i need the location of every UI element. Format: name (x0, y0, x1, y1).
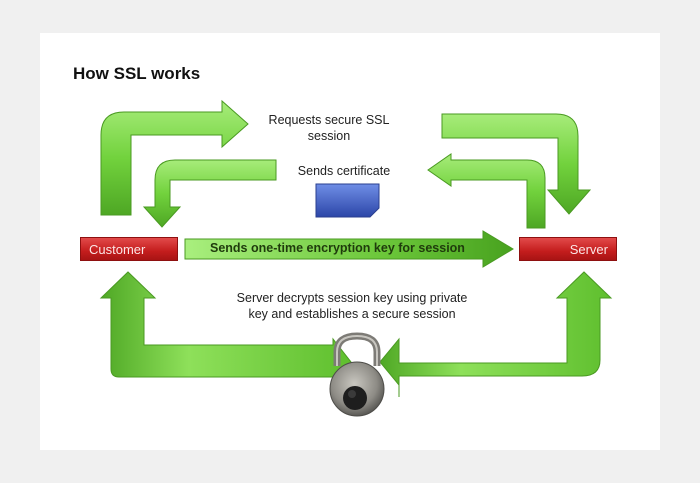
customer-node: Customer (80, 237, 178, 261)
step-request-line2: session (307, 129, 351, 143)
server-label: Server (569, 242, 608, 257)
certificate-arrow-left-part (142, 159, 277, 228)
step-certificate-label: Sends certificate (297, 164, 391, 178)
request-arrow-right-part (441, 113, 592, 215)
certificate-icon (315, 183, 380, 218)
customer-label: Customer (89, 242, 146, 257)
step-decrypt-line2: key and establishes a secure session (248, 307, 456, 321)
padlock-icon (329, 332, 385, 417)
server-lock-arrow (379, 271, 613, 397)
server-node: Server (519, 237, 617, 261)
step-decrypt-label: Server decrypts session key using privat… (214, 290, 490, 322)
step-request-line1: Requests secure SSL (268, 113, 390, 127)
diagram-title: How SSL works (73, 64, 201, 83)
certificate-arrow-right-part (427, 153, 546, 229)
request-arrow-left-part (100, 99, 249, 216)
step-session-key-label: Sends one-time encryption key for sessio… (210, 241, 465, 255)
session-key-arrow (184, 230, 514, 268)
step-decrypt-line1: Server decrypts session key using privat… (236, 291, 468, 305)
step-request-label: Requests secure SSL session (254, 112, 404, 144)
customer-lock-arrow (99, 271, 352, 387)
